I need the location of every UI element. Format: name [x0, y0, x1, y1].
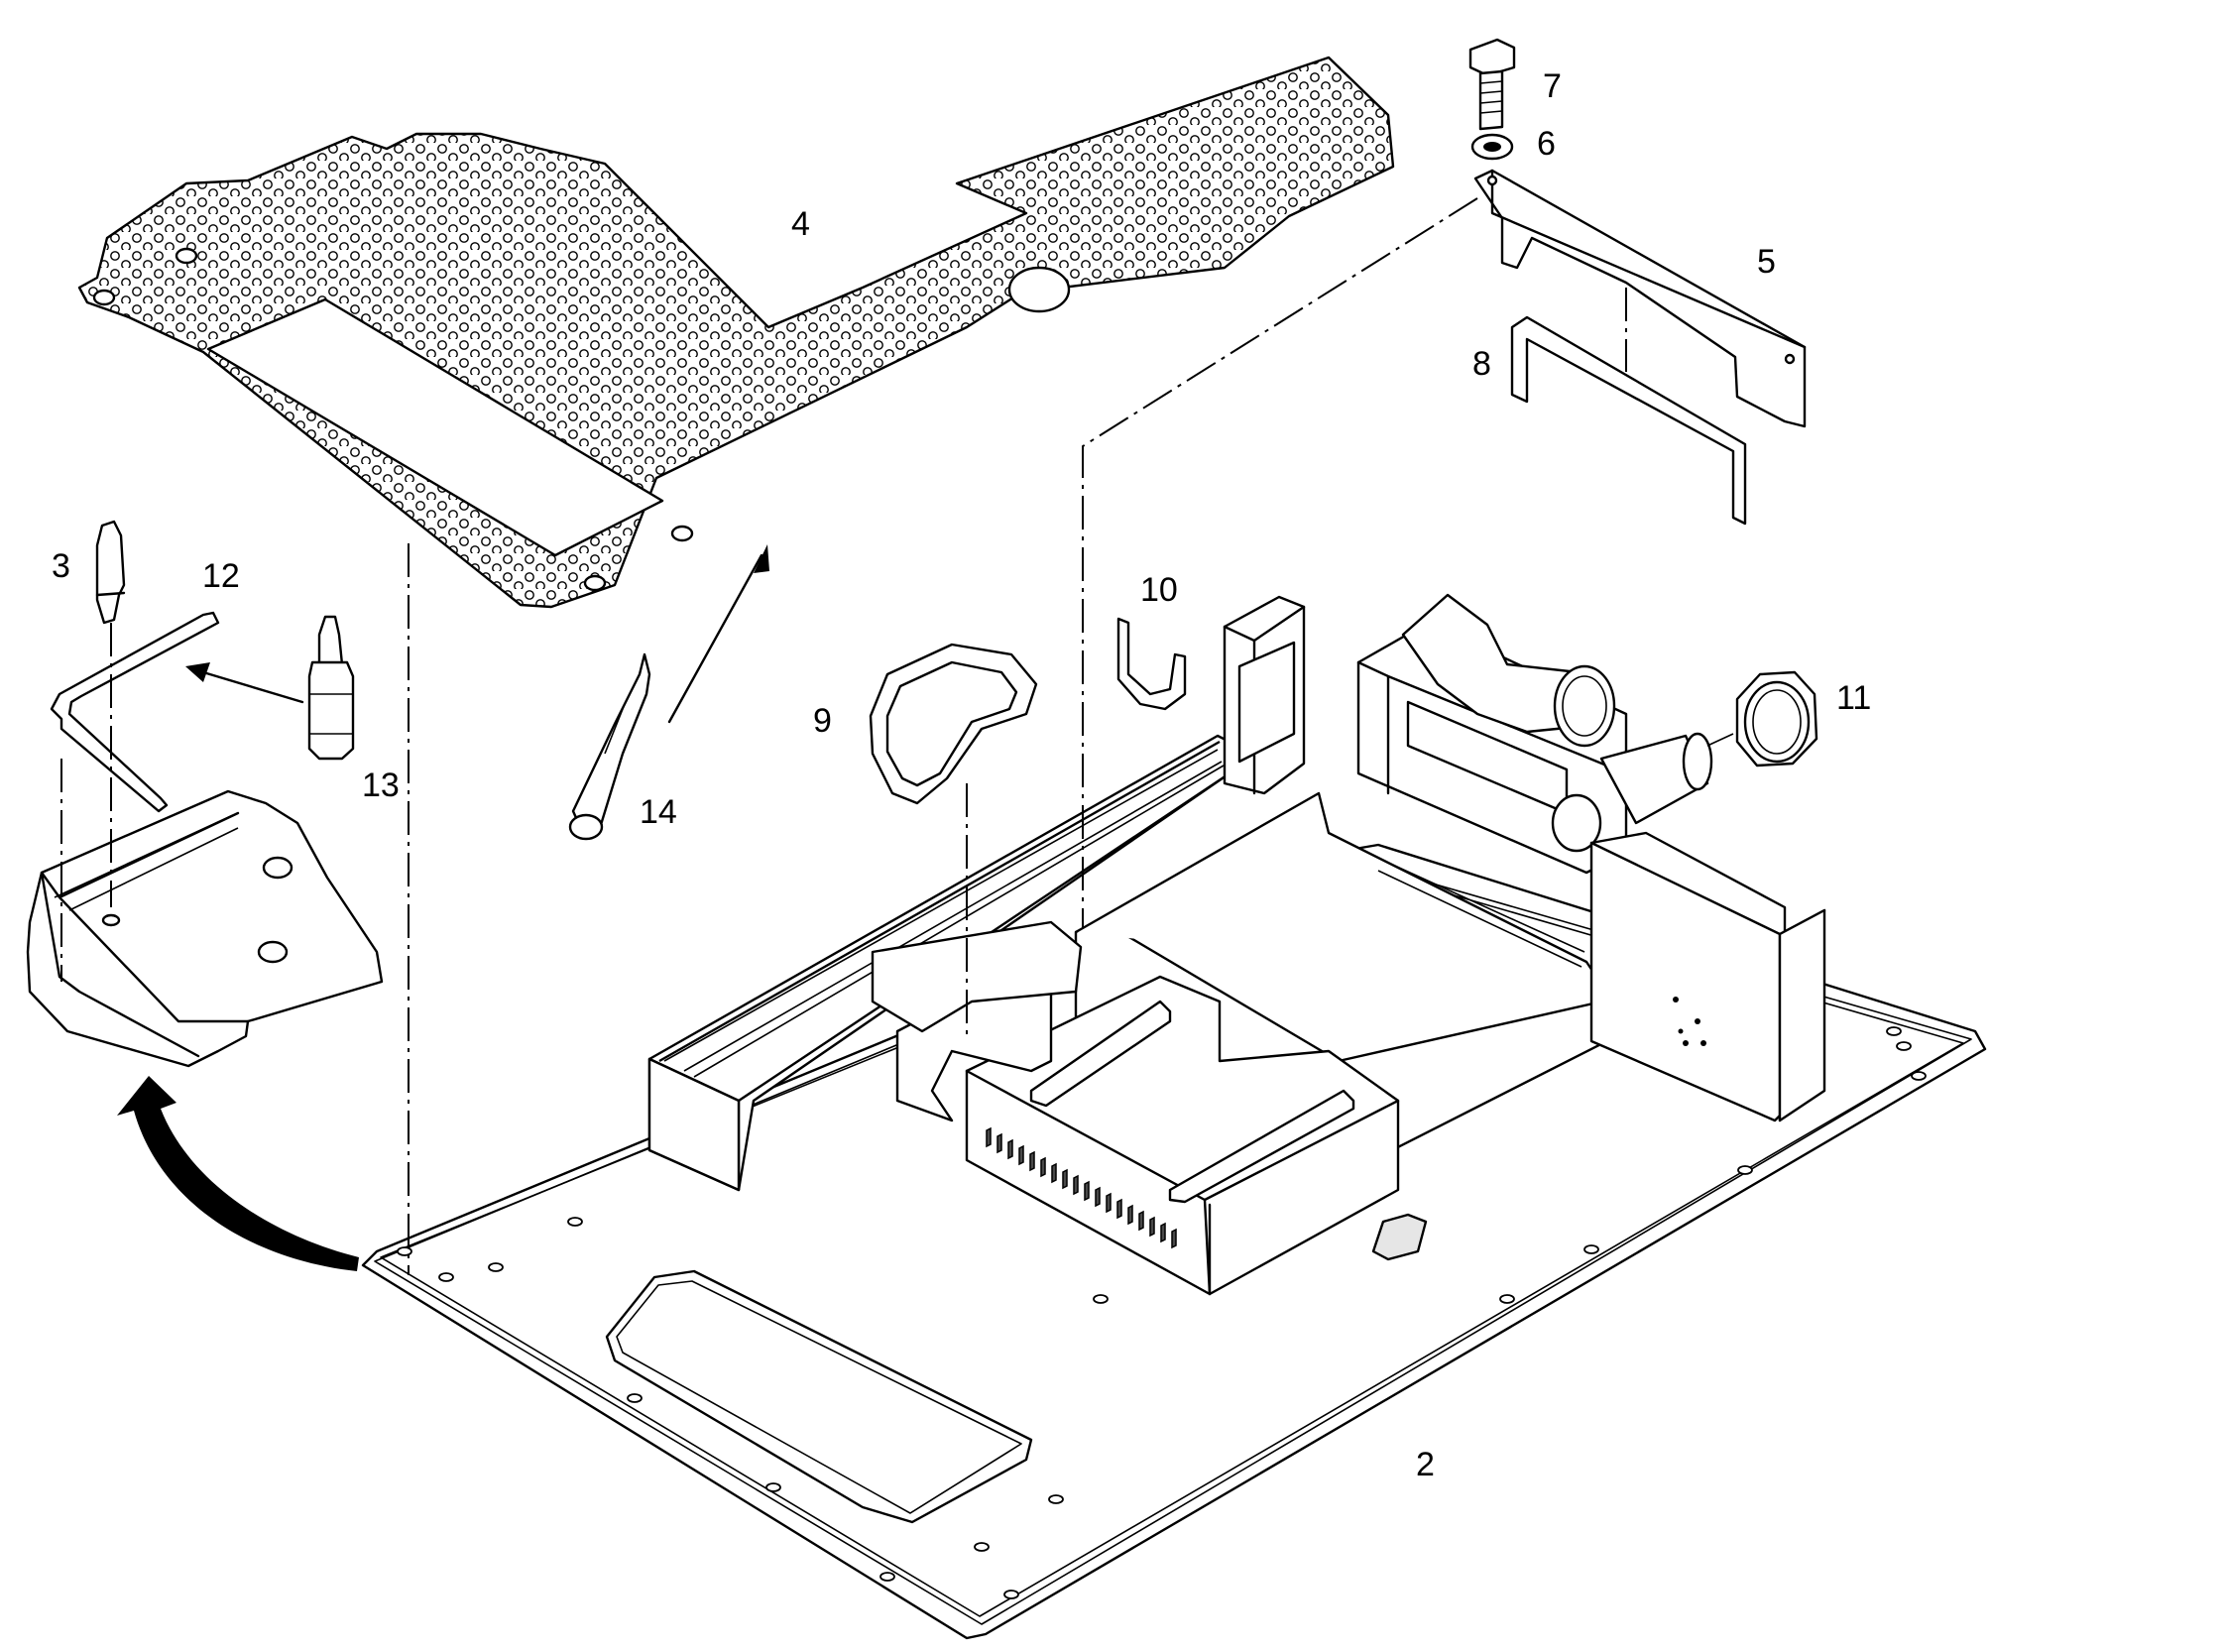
callout-11: 11	[1836, 679, 1871, 717]
callout-9: 9	[813, 702, 832, 740]
part-14-applicator	[568, 652, 651, 841]
callout-8: 8	[1472, 345, 1491, 383]
callout-6: 6	[1537, 125, 1556, 163]
edge-trim-detail	[26, 789, 384, 1068]
vent-slots	[986, 1126, 1177, 1249]
part-5-bracket	[1473, 169, 1807, 428]
part-8-gasket	[1510, 315, 1747, 526]
frame-assembly	[647, 593, 1826, 1296]
callout-14: 14	[640, 793, 677, 831]
part-12-rod	[50, 611, 220, 813]
base-plate-holes	[397, 1026, 1927, 1599]
callouts: 2 3 4 5 6 7 8 9 10 11 12 13 14	[52, 67, 1871, 1483]
callout-2: 2	[1416, 1446, 1435, 1483]
callout-5: 5	[1757, 243, 1776, 281]
part-9-seal	[869, 643, 1038, 805]
callout-13: 13	[362, 767, 400, 804]
part-7-bolt	[1468, 38, 1516, 131]
callout-10: 10	[1140, 571, 1178, 609]
callout-7: 7	[1543, 67, 1562, 105]
leader-arrows	[117, 544, 769, 1271]
callout-4: 4	[791, 205, 810, 243]
part-13-adhesive-bottle	[307, 615, 355, 761]
callout-12: 12	[202, 557, 240, 595]
callout-3: 3	[52, 547, 70, 585]
alignment-lines	[60, 197, 1627, 1275]
part-10-clip	[1116, 617, 1187, 711]
part-11-ring	[1735, 670, 1818, 767]
part-6-washer	[1470, 133, 1514, 161]
floor-mat	[77, 56, 1395, 609]
part-3-pin	[95, 520, 126, 625]
